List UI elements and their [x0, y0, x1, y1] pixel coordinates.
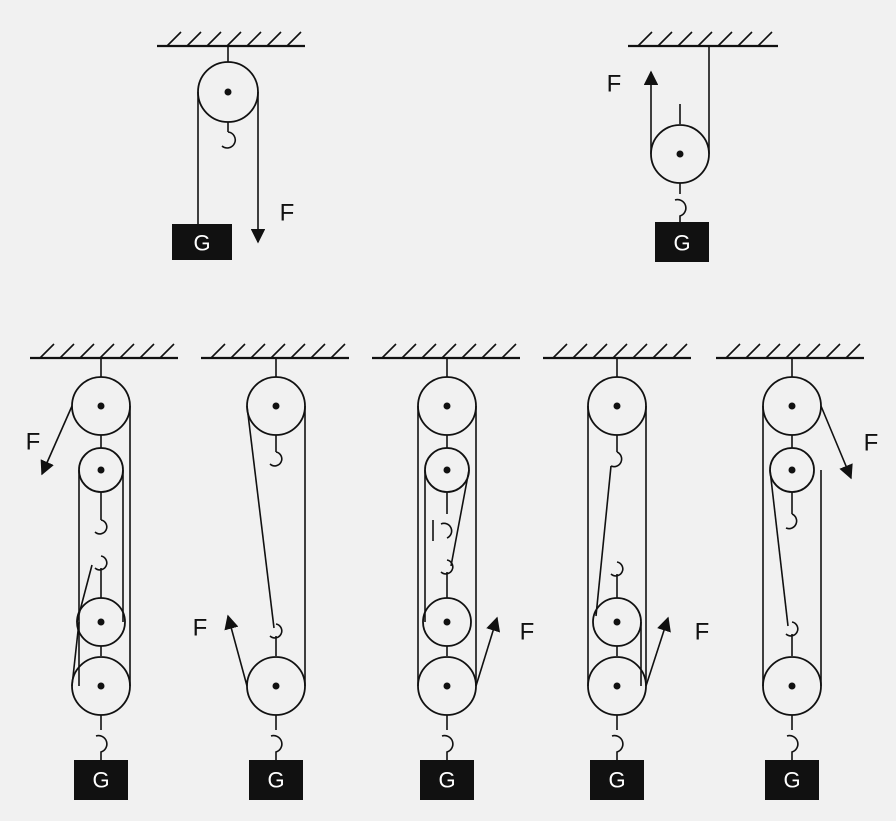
load-block	[765, 760, 819, 800]
pulley-axle	[97, 682, 105, 690]
force-label: F	[280, 200, 295, 227]
hook-icon	[674, 183, 687, 222]
pulley-axle	[613, 618, 621, 626]
load-label: G	[92, 768, 109, 793]
hook-icon	[269, 435, 283, 467]
load-block	[420, 760, 474, 800]
hook-icon	[610, 435, 623, 468]
pulley-system-block-5: F G	[716, 343, 879, 800]
pulley-axle	[788, 466, 796, 474]
load-label: G	[783, 768, 800, 793]
force-label: F	[193, 615, 208, 642]
ceiling-support	[157, 31, 305, 48]
force-arrow	[645, 616, 671, 687]
pulley-axle	[613, 402, 621, 410]
force-arrow	[820, 405, 853, 480]
pulley-axle	[788, 402, 796, 410]
hook-icon	[94, 492, 108, 535]
force-label: F	[520, 619, 535, 646]
pulley-axle	[272, 682, 280, 690]
load-label: G	[267, 768, 284, 793]
force-label: F	[26, 429, 41, 456]
force-label: F	[607, 71, 622, 98]
load-block	[249, 760, 303, 800]
force-arrow	[475, 616, 501, 687]
hook-icon	[269, 623, 283, 656]
pulley-system-block-2: F G	[193, 343, 349, 800]
force-label: F	[864, 430, 879, 457]
hook-icon	[610, 561, 624, 598]
rope	[246, 405, 275, 629]
pulley-axle	[97, 466, 105, 474]
hook-icon	[221, 122, 237, 149]
ceiling-support	[628, 31, 778, 48]
load-block	[655, 222, 709, 262]
rope	[450, 469, 470, 567]
rope	[71, 621, 80, 687]
force-arrow	[224, 614, 248, 687]
load-label: G	[193, 231, 210, 256]
pulley-system-movable-single: F G	[607, 31, 778, 262]
load-block	[590, 760, 644, 800]
force-label: F	[695, 619, 710, 646]
pulley-axle	[443, 466, 451, 474]
rope	[769, 469, 789, 627]
load-label: G	[438, 768, 455, 793]
pulley-axle	[224, 88, 232, 96]
ceiling-support	[201, 343, 349, 360]
pulley-axle	[788, 682, 796, 690]
pulley-axle	[443, 618, 451, 626]
hook-icon	[94, 555, 108, 598]
pulley-system-block-1: F G	[26, 343, 178, 800]
hook-icon	[785, 621, 799, 656]
pulley-axle	[97, 402, 105, 410]
pulley-axle	[272, 402, 280, 410]
load-label: G	[673, 231, 690, 256]
ceiling-support	[30, 343, 178, 360]
pulley-axle	[613, 682, 621, 690]
rope	[76, 564, 93, 623]
pulley-system-fixed-single: F G	[157, 31, 305, 260]
hook-icon	[95, 715, 108, 760]
ceiling-support	[372, 343, 520, 360]
hook-icon	[440, 492, 453, 539]
rope	[595, 465, 612, 617]
pulley-axle	[97, 618, 105, 626]
pulley-axle	[676, 150, 684, 158]
ceiling-support	[716, 343, 864, 360]
force-arrow	[40, 405, 73, 476]
hook-icon	[611, 715, 624, 760]
ceiling-support	[543, 343, 691, 360]
load-block	[74, 760, 128, 800]
pulley-system-block-3: F G	[372, 343, 535, 800]
pulley-axle	[443, 402, 451, 410]
hook-icon	[441, 715, 454, 760]
pulley-system-block-4: F G	[543, 343, 710, 800]
hook-icon	[440, 559, 454, 598]
hook-icon	[785, 492, 798, 530]
load-block	[172, 224, 232, 260]
pulley-axle	[443, 682, 451, 690]
hook-icon	[270, 715, 283, 760]
load-label: G	[608, 768, 625, 793]
hook-icon	[786, 715, 799, 760]
